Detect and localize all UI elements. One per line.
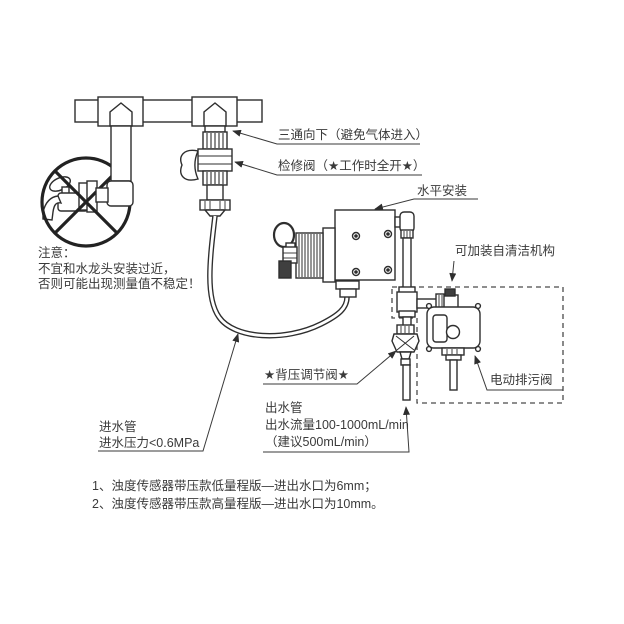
faucet-branch-pipe	[95, 125, 134, 207]
label-back-pressure-valve: ★背压调节阀★	[264, 368, 349, 382]
sensor-screws	[351, 229, 393, 277]
service-valve-drawing	[180, 125, 233, 217]
footnotes-block: 1、浊度传感器带压款低量程版—进出水口为6mm； 2、浊度传感器带压款高量程版—…	[92, 478, 384, 513]
notice-block: 注意： 不宜和水龙头安装过近， 否则可能出现测量值不稳定！	[38, 246, 201, 293]
inlet-title: 进水管	[99, 420, 137, 434]
notice-line1: 不宜和水龙头安装过近，	[38, 261, 176, 276]
label-service-valve: 检修阀（★工作时全开★）	[278, 159, 426, 173]
label-tee-down: 三通向下（避免气体进入）	[278, 128, 429, 142]
prohibition-cross-2	[53, 169, 119, 235]
outlet-flow: 出水流量100-1000mL/min	[265, 418, 409, 432]
supply-pipe-assembly	[74, 96, 263, 127]
outlet-suggested: （建议500mL/min）	[265, 435, 377, 449]
leader-tee-down	[232, 129, 420, 145]
drain-valve-knob	[445, 324, 461, 340]
outlet-pipe-assembly	[391, 211, 482, 401]
sensor-knurled-cap	[295, 232, 324, 279]
sensor-bottom-fitting	[335, 280, 360, 290]
leader-back-pressure	[263, 350, 397, 385]
leader-drain-valve	[474, 355, 563, 391]
valve-handle	[180, 149, 199, 181]
sensor-flange	[322, 227, 336, 283]
leader-self-clean	[449, 260, 457, 282]
footnote-2: 2、浊度传感器带压款高量程版—进出水口为10mm。	[92, 496, 384, 511]
notice-line2: 否则可能出现测量值不稳定！	[38, 277, 201, 291]
inlet-pressure: 进水压力<0.6MPa	[99, 436, 200, 450]
outlet-title: 出水管	[265, 401, 303, 415]
sensor-drawing	[272, 209, 396, 298]
outlet-pipe-end	[402, 364, 411, 401]
label-self-clean: 可加装自清洁机构	[455, 244, 556, 258]
outlet-tee	[396, 291, 418, 313]
inlet-label-block: 进水管 进水压力<0.6MPa	[99, 419, 199, 451]
drain-valve-panel	[432, 314, 448, 343]
footnote-1: 1、浊度传感器带压款低量程版—进出水口为6mm；	[92, 479, 377, 493]
inlet-tube	[207, 215, 350, 339]
outlet-elbow	[399, 211, 415, 233]
leader-horizontal-install	[374, 198, 478, 211]
self-clean-dashed-region	[391, 286, 564, 404]
leader-lines	[98, 129, 563, 453]
leader-outlet	[263, 406, 411, 453]
notice-title: 注意：	[38, 246, 76, 260]
drain-valve-drawing	[425, 302, 482, 391]
faucet-spout	[42, 195, 63, 221]
label-electric-drain-valve: 电动排污阀	[490, 373, 553, 387]
leader-service-valve	[234, 160, 422, 176]
label-horizontal-install: 水平安装	[417, 184, 468, 198]
drain-pipe	[449, 359, 458, 391]
back-pressure-valve-drawing	[391, 324, 420, 366]
outlet-label-block: 出水管 出水流量100-1000mL/min （建议500mL/min）	[265, 400, 409, 451]
sensor-plug	[278, 260, 292, 279]
leader-inlet	[98, 333, 240, 452]
